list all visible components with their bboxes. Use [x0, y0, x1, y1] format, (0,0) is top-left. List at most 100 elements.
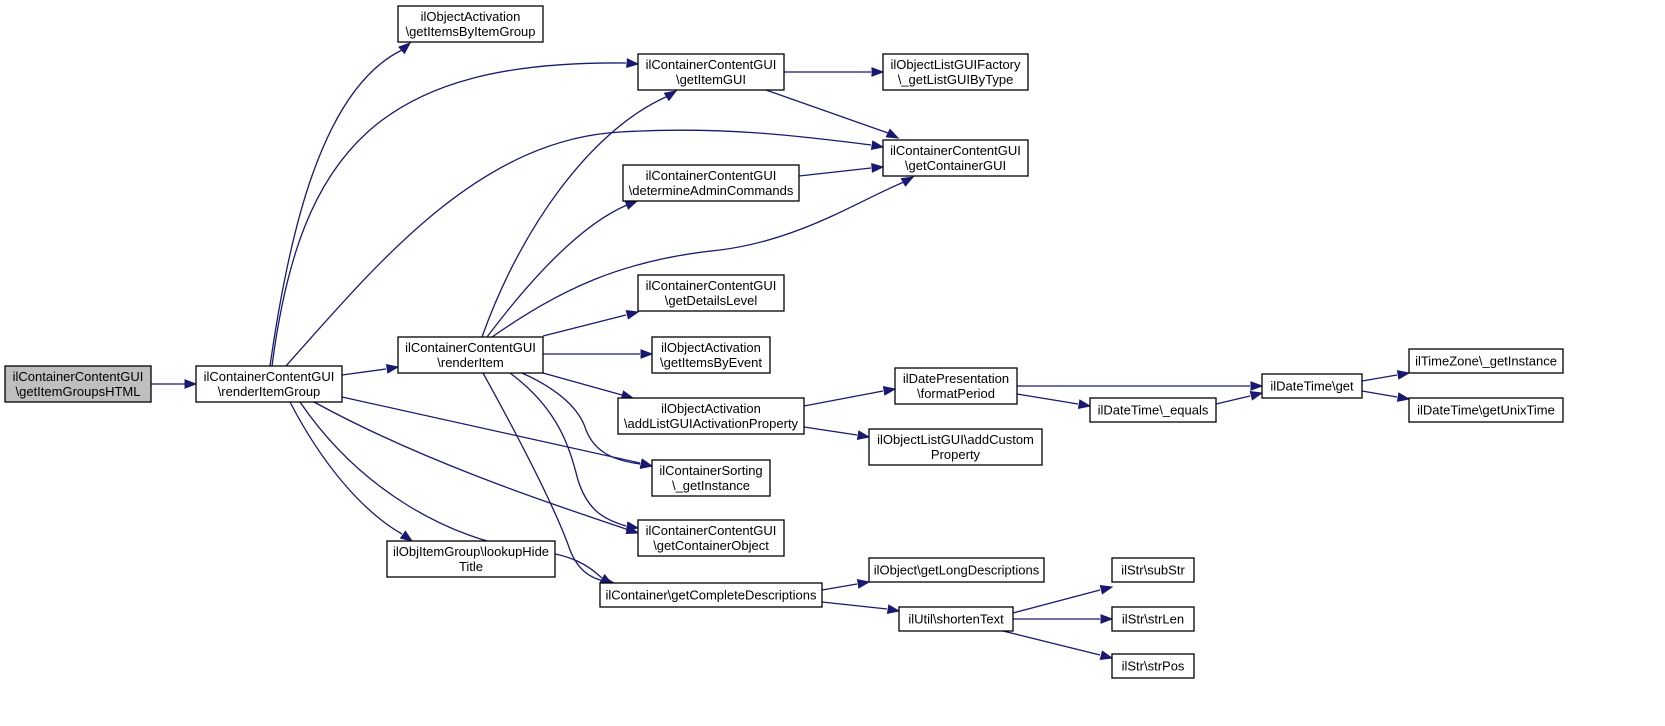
node-box	[637, 53, 785, 91]
arrowhead-icon	[871, 163, 885, 173]
node-dt_get[interactable]: ilDateTime\get	[1261, 373, 1363, 399]
node-getItemsByItemGroup[interactable]: ilObjectActivation\getItemsByItemGroup	[397, 5, 544, 43]
node-box	[1408, 397, 1564, 423]
node-label: ilDateTime\get	[1270, 379, 1354, 394]
node-label: \getItemGroupsHTML	[16, 384, 141, 399]
edge-line	[821, 583, 858, 591]
node-box	[868, 557, 1045, 583]
edge-line	[542, 372, 623, 396]
node-root[interactable]: ilContainerContentGUI\getItemGroupsHTML	[4, 365, 152, 403]
edge-getItemGUI-to-getListGUIByType	[784, 67, 885, 77]
node-box	[617, 397, 805, 435]
edge-dt_get-to-tz_getInstance	[1361, 370, 1411, 382]
node-box	[1089, 397, 1217, 423]
node-box	[622, 164, 800, 202]
node-label: ilDateTime\_equals	[1098, 403, 1209, 418]
edge-addListGUIActivationProperty-to-formatPeriod	[803, 386, 897, 407]
edge-line	[1016, 393, 1079, 405]
node-subStr[interactable]: ilStr\subStr	[1111, 557, 1195, 583]
node-label: ilUtil\shortenText	[908, 612, 1004, 627]
node-shortenText[interactable]: ilUtil\shortenText	[898, 606, 1014, 632]
edge-renderItem-to-determineAdminCommands	[486, 200, 639, 338]
node-label: \getContainerObject	[653, 538, 769, 553]
arrowhead-icon	[856, 579, 871, 589]
edge-line	[482, 372, 605, 582]
arrowhead-icon	[639, 459, 654, 469]
node-label: \renderItemGroup	[218, 384, 321, 399]
node-label: ilContainerContentGUI	[204, 369, 335, 384]
node-getItemsByEvent[interactable]: ilObjectActivation\getItemsByEvent	[651, 336, 771, 374]
edge-renderItemGroup-to-getItemGUI	[271, 58, 640, 367]
node-getListGUIByType[interactable]: ilObjectListGUIFactory\_getListGUIByType	[882, 53, 1029, 91]
node-getLongDescriptions[interactable]: ilObject\getLongDescriptions	[868, 557, 1045, 583]
edge-line	[803, 426, 858, 436]
node-dt_equals[interactable]: ilDateTime\_equals	[1089, 397, 1217, 423]
arrowhead-icon	[1396, 392, 1411, 402]
edge-getCompleteDescriptions-to-shortenText	[821, 601, 901, 614]
edge-line	[1215, 395, 1251, 405]
edge-getItemGUI-to-getContainerGUI	[765, 89, 900, 139]
node-renderItem[interactable]: ilContainerContentGUI\renderItem	[397, 336, 544, 374]
edge-line	[289, 401, 403, 535]
node-getDetailsLevel[interactable]: ilContainerContentGUI\getDetailsLevel	[637, 274, 785, 312]
node-sorting_getInstance[interactable]: ilContainerSorting\_getInstance	[651, 459, 771, 497]
edge-line	[1361, 390, 1398, 398]
node-addListGUIActivationProperty[interactable]: ilObjectActivation\addListGUIActivationP…	[617, 397, 805, 435]
node-strPos[interactable]: ilStr\strPos	[1111, 653, 1195, 679]
edge-renderItemGroup-to-getItemsByItemGroup	[269, 42, 412, 367]
node-getContainerGUI[interactable]: ilContainerContentGUI\getContainerGUI	[882, 139, 1029, 177]
arrowhead-icon	[640, 349, 654, 359]
arrowhead-icon	[399, 530, 414, 542]
edge-addListGUIActivationProperty-to-addCustomProperty	[803, 426, 871, 440]
node-strLen[interactable]: ilStr\strLen	[1111, 606, 1195, 632]
edge-renderItemGroup-to-getContainerGUI	[285, 129, 885, 367]
edges-layer	[151, 42, 1411, 660]
node-box	[397, 5, 544, 43]
node-label: ilContainerContentGUI	[405, 340, 536, 355]
node-tz_getInstance[interactable]: ilTimeZone\_getInstance	[1408, 348, 1564, 374]
node-determineAdminCommands[interactable]: ilContainerContentGUI\determineAdminComm…	[622, 164, 800, 202]
edge-formatPeriod-to-dt_get	[1017, 381, 1264, 391]
node-box	[651, 336, 771, 374]
edge-line	[521, 372, 641, 465]
node-box	[386, 540, 556, 578]
edge-renderItem-to-sorting_getInstance	[521, 372, 654, 469]
node-label: ilStr\strLen	[1122, 612, 1184, 627]
arrowhead-icon	[885, 128, 900, 139]
node-box	[1408, 348, 1564, 374]
node-label: \formatPeriod	[917, 386, 995, 401]
node-box	[4, 365, 152, 403]
node-label: ilStr\subStr	[1121, 563, 1185, 578]
arrowhead-icon	[856, 430, 871, 440]
node-label: \getDetailsLevel	[665, 293, 758, 308]
arrowhead-icon	[625, 310, 640, 320]
arrowhead-icon	[886, 604, 901, 614]
node-label: ilObjectListGUIFactory	[890, 57, 1021, 72]
node-dt_getUnixTime[interactable]: ilDateTime\getUnixTime	[1408, 397, 1564, 423]
node-getCompleteDescriptions[interactable]: ilContainer\getCompleteDescriptions	[599, 582, 823, 608]
arrowhead-icon	[882, 386, 897, 396]
arrowhead-icon	[624, 200, 639, 210]
node-formatPeriod[interactable]: ilDatePresentation\formatPeriod	[894, 367, 1018, 405]
node-renderItemGroup[interactable]: ilContainerContentGUI\renderItemGroup	[195, 365, 343, 403]
edge-line	[481, 95, 669, 338]
arrowhead-icon	[385, 364, 400, 374]
edge-line	[803, 390, 884, 407]
node-getItemGUI[interactable]: ilContainerContentGUI\getItemGUI	[637, 53, 785, 91]
node-box	[1111, 653, 1195, 679]
node-label: ilContainerContentGUI	[646, 57, 777, 72]
node-label: \_getInstance	[672, 478, 750, 493]
node-box	[651, 459, 771, 497]
node-getContainerObject[interactable]: ilContainerContentGUI\getContainerObject	[637, 519, 785, 557]
edge-renderItem-to-addListGUIActivationProperty	[542, 372, 635, 400]
edge-renderItemGroup-to-sorting_getInstance	[341, 396, 654, 468]
edge-line	[1002, 630, 1101, 656]
edge-line	[285, 129, 872, 367]
node-label: ilContainerContentGUI	[890, 143, 1021, 158]
node-label: ilObjectActivation	[421, 9, 521, 24]
node-label: \getItemsByItemGroup	[405, 24, 535, 39]
node-label: Title	[459, 559, 483, 574]
edge-line	[509, 372, 627, 527]
